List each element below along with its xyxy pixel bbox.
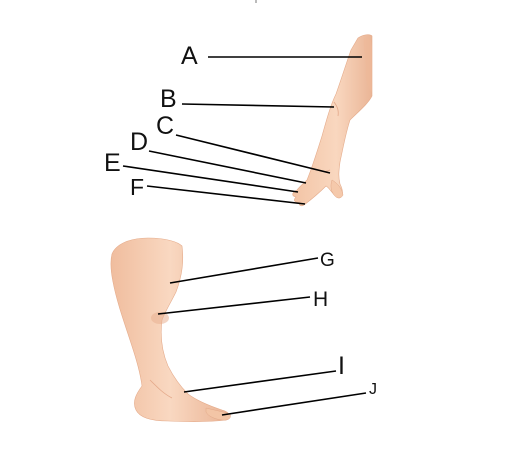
leader-line-g bbox=[169, 257, 319, 284]
label-h: H bbox=[313, 288, 328, 311]
leader-line-c bbox=[175, 134, 331, 174]
leader-line-h bbox=[157, 296, 311, 315]
label-a: A bbox=[181, 42, 198, 70]
leader-line-b bbox=[181, 103, 335, 108]
leg-illustration bbox=[110, 237, 231, 422]
leader-line-j bbox=[221, 392, 367, 416]
leg-shape bbox=[110, 237, 230, 422]
label-c: C bbox=[156, 112, 174, 140]
label-f: F bbox=[130, 174, 144, 200]
label-d: D bbox=[130, 128, 148, 156]
leader-line-e bbox=[122, 165, 299, 193]
thumb-shape bbox=[330, 179, 344, 199]
top-mark bbox=[255, 0, 257, 3]
arm-shape bbox=[292, 34, 373, 207]
label-e: E bbox=[104, 149, 121, 177]
ankle-shade bbox=[149, 379, 173, 399]
label-j: J bbox=[369, 381, 377, 398]
arm-elbow-crease bbox=[333, 101, 339, 117]
arm-shoulder-shade bbox=[363, 37, 372, 92]
leader-lines bbox=[122, 56, 367, 416]
label-b: B bbox=[160, 85, 177, 113]
arm-illustration bbox=[292, 34, 373, 207]
knee-shape bbox=[151, 312, 169, 324]
leader-line-d bbox=[148, 150, 307, 184]
label-g: G bbox=[320, 250, 335, 271]
toe-shape bbox=[205, 407, 231, 421]
label-i: I bbox=[338, 352, 345, 380]
leader-line-i bbox=[183, 370, 337, 393]
leader-line-f bbox=[146, 185, 306, 205]
